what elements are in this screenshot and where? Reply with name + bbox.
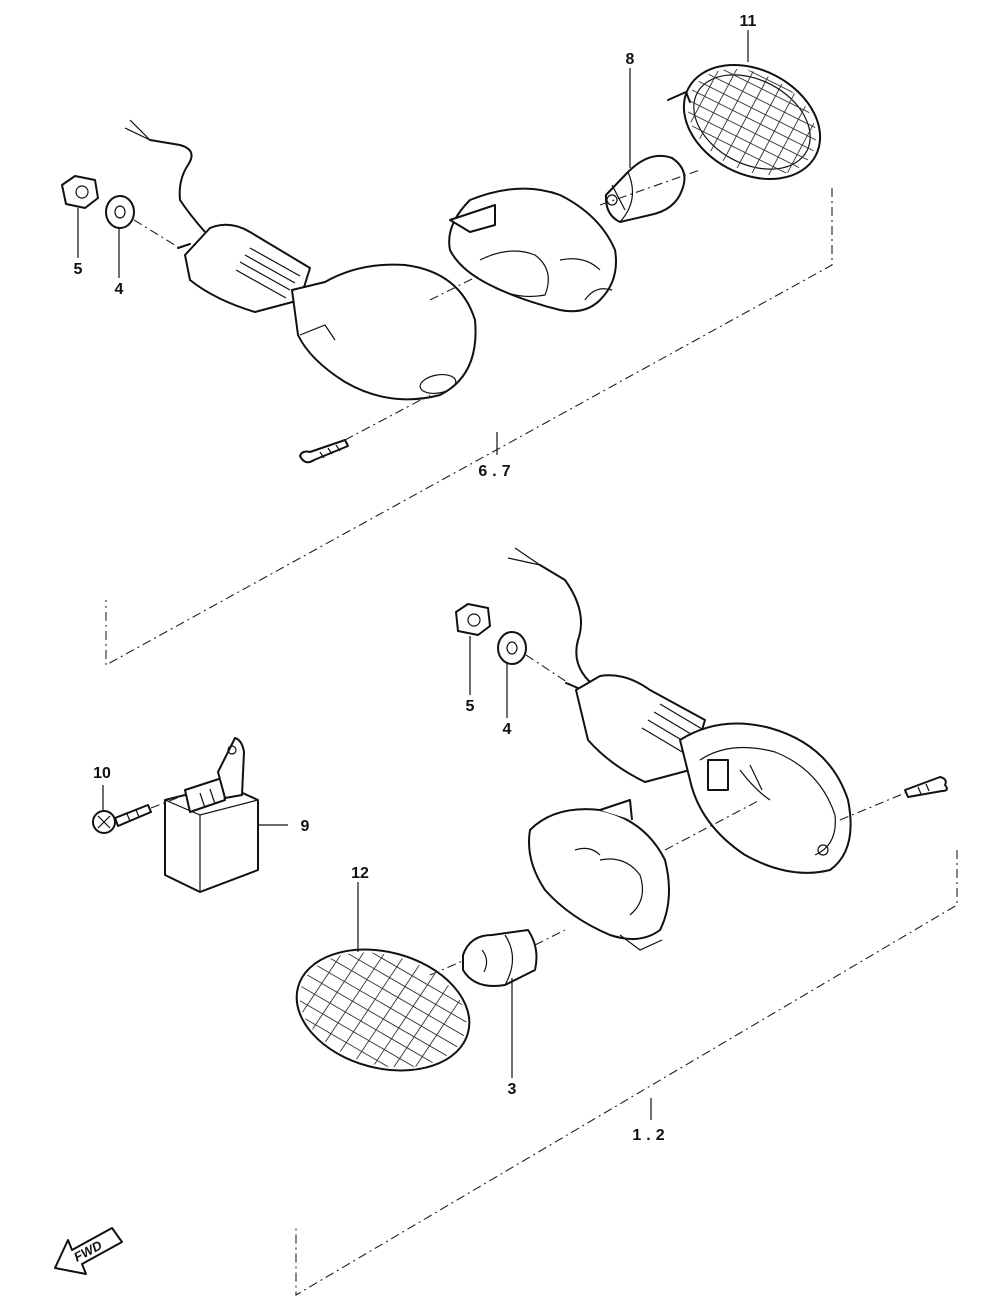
callout-assembly-6-7: 6.7: [478, 463, 515, 480]
socket-housing-lower: [528, 799, 670, 951]
washer-part-4-lower: [497, 631, 527, 665]
lens-part-11: [667, 47, 835, 197]
nut-part-5-lower: [455, 603, 491, 636]
callout-assembly-1-2: 1.2: [632, 1127, 669, 1144]
socket-housing-upper: [448, 187, 617, 313]
signal-housing-upper: [124, 119, 477, 401]
callout-4-lower: 4: [503, 721, 512, 738]
callout-9: 9: [301, 818, 310, 835]
callout-11: 11: [740, 13, 757, 30]
screw-upper: [299, 439, 349, 464]
screw-lower: [904, 776, 948, 798]
callout-4-upper: 4: [115, 281, 124, 298]
callout-3: 3: [508, 1081, 517, 1098]
bulb-part-8: [604, 154, 686, 223]
nut-part-5-upper: [61, 175, 99, 209]
callout-10: 10: [93, 765, 111, 782]
lower-assembly-bracket: [295, 850, 958, 1296]
callout-5-upper: 5: [74, 261, 83, 278]
callout-5-lower: 5: [466, 698, 475, 715]
bulb-part-3: [462, 929, 538, 987]
lens-part-12: [286, 934, 480, 1086]
screw-part-10: [92, 804, 152, 834]
fwd-direction-arrow: FWD: [54, 1227, 123, 1275]
washer-part-4-upper: [105, 195, 135, 229]
leader-lines: [77, 30, 749, 1078]
relay-part-9: [164, 737, 259, 893]
callout-8: 8: [626, 51, 635, 68]
callout-12: 12: [351, 865, 369, 882]
upper-assembly-bracket: [105, 188, 833, 666]
signal-housing-lower: [507, 547, 852, 874]
